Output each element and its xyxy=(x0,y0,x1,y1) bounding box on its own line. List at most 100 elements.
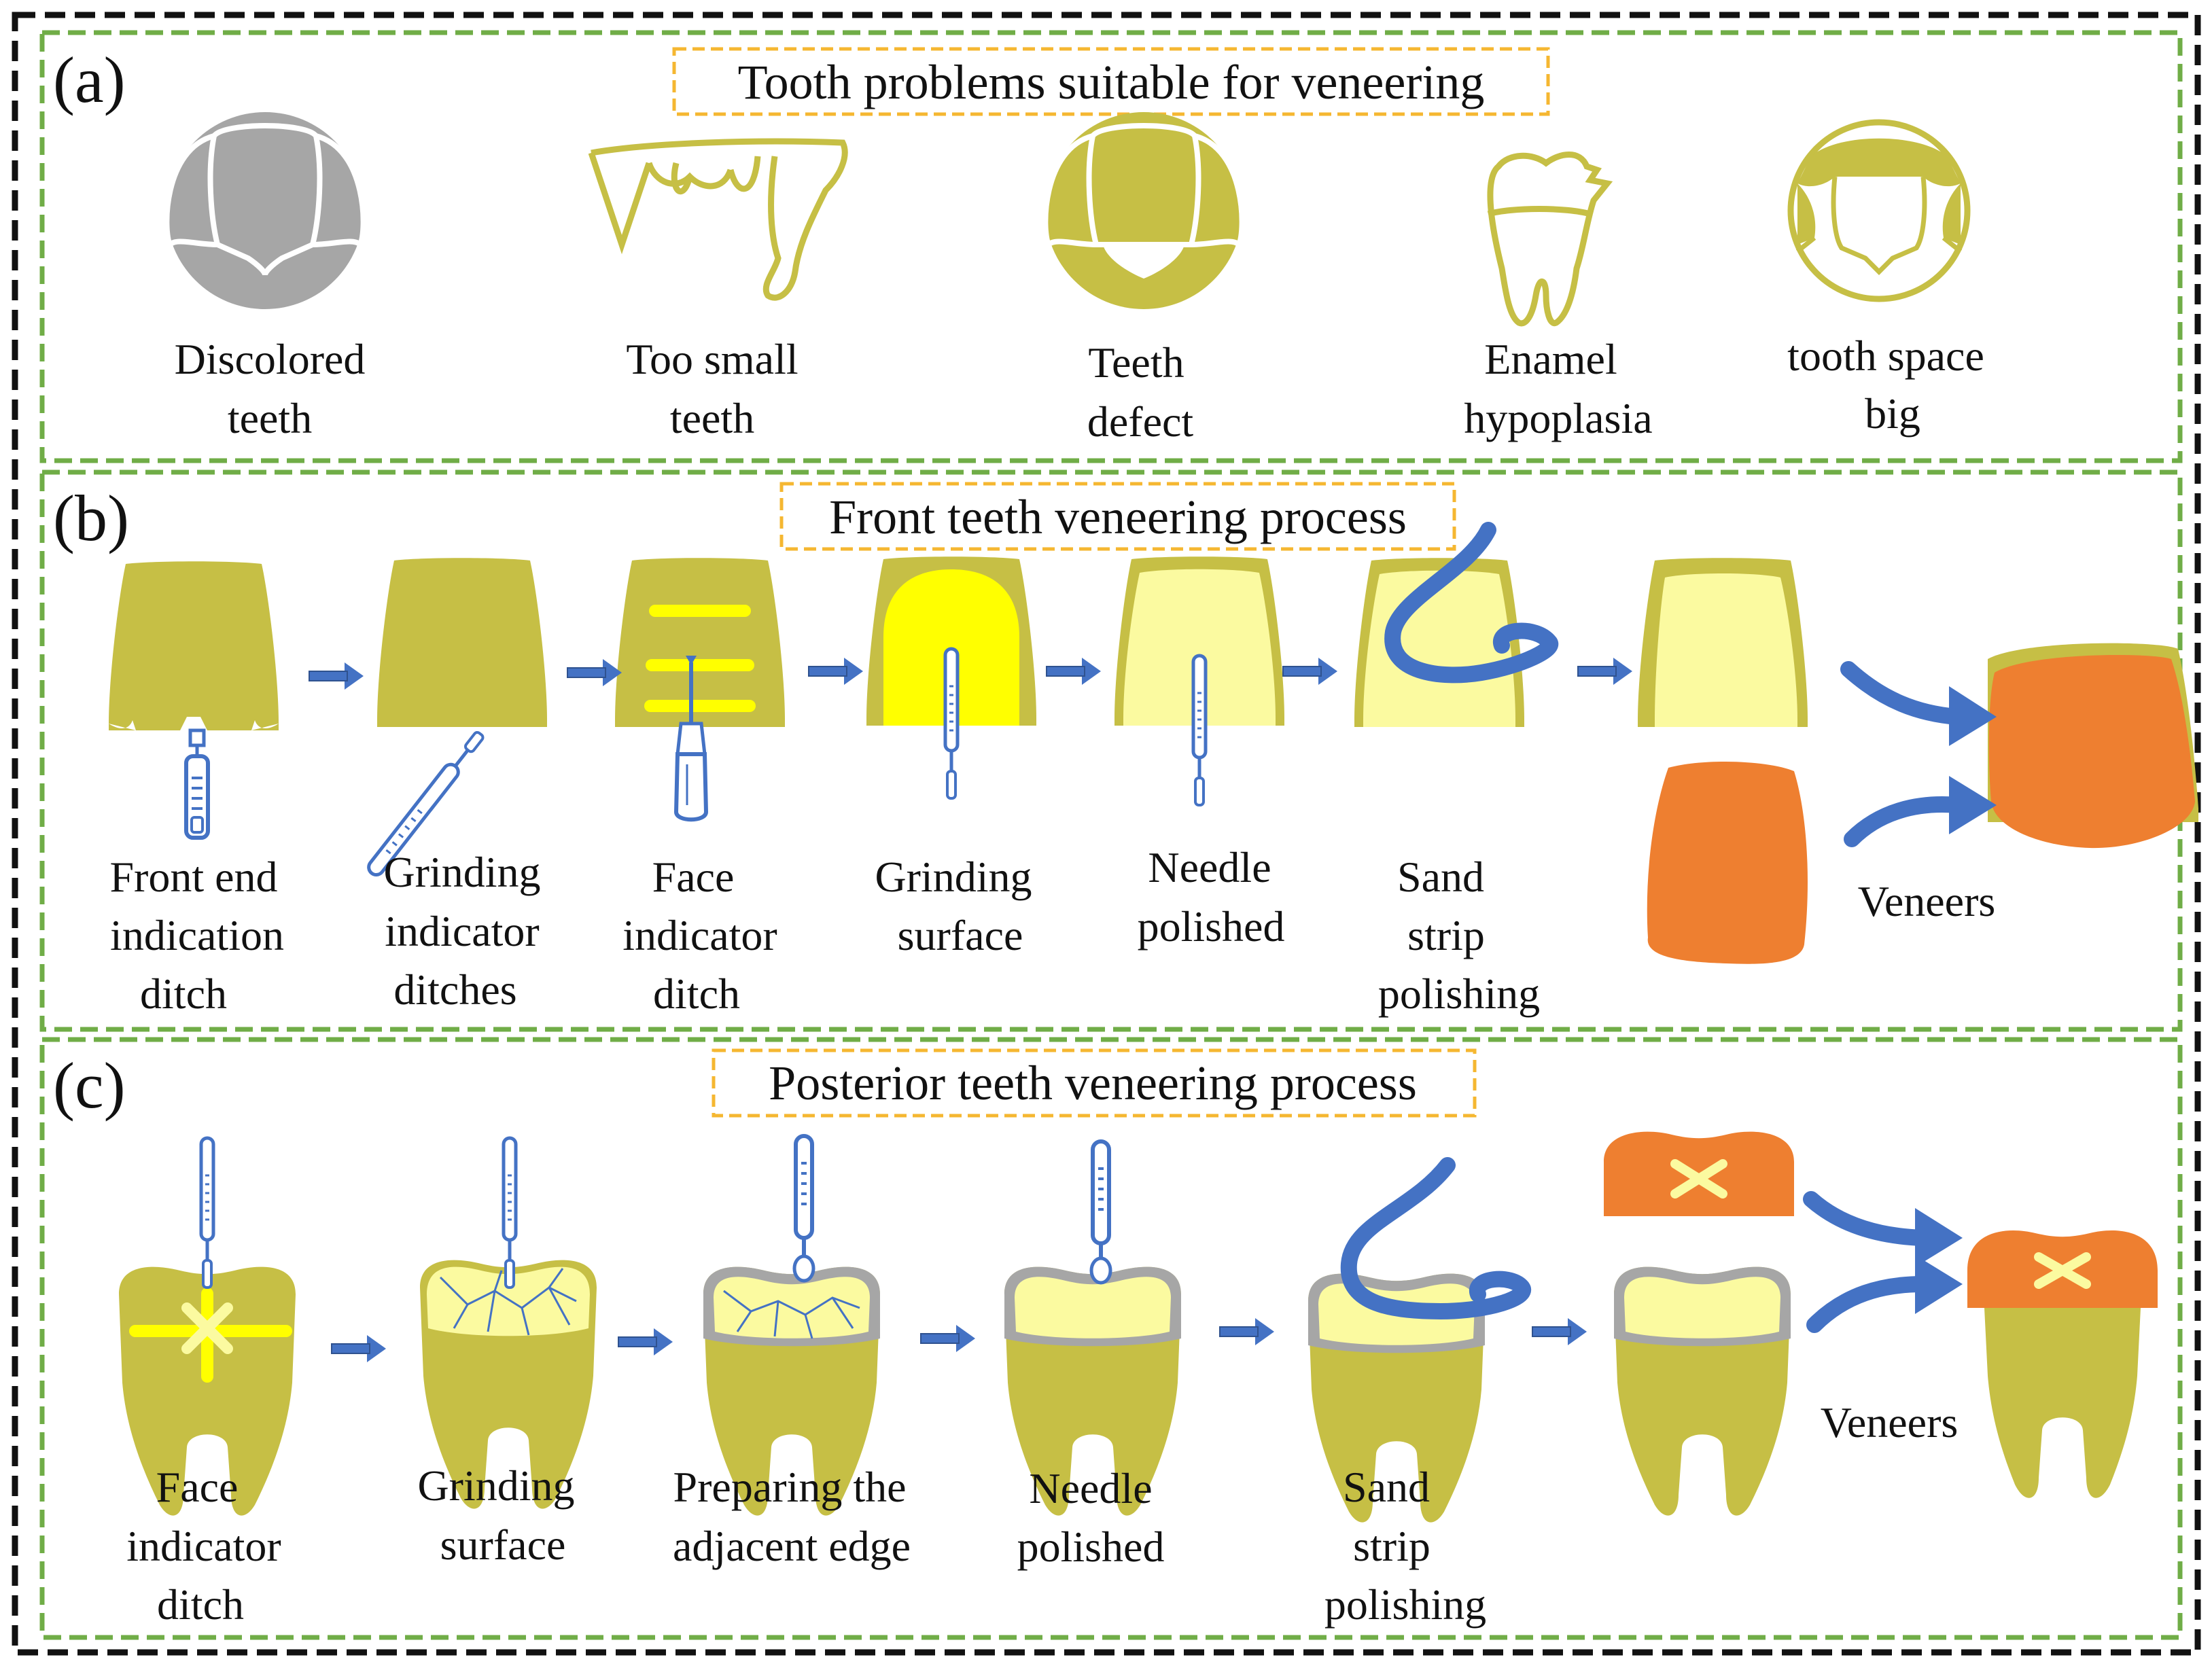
label-c-5b: strip xyxy=(1353,1522,1430,1570)
panel-a: (a) Tooth problems suitable for veneerin… xyxy=(39,30,2183,463)
label-b-3b: indicator xyxy=(622,911,777,959)
curved-arrow-top-b-head xyxy=(1949,686,1997,746)
arrow-b-2 xyxy=(567,658,622,687)
label-b-1a: Front end xyxy=(109,853,277,901)
label-c-1b: indicator xyxy=(126,1522,281,1570)
front-tooth-step-7 xyxy=(1638,558,1808,727)
panel-b: (b) Front teeth veneering process xyxy=(39,469,2198,1032)
label-b-3a: Face xyxy=(652,853,735,901)
veneer-shell-b xyxy=(1647,761,1808,964)
label-c-1a: Face xyxy=(156,1463,239,1511)
label-c-4a: Needle xyxy=(1029,1464,1152,1512)
label-c-3a: Preparing the xyxy=(673,1463,907,1511)
label-b-1b: indication xyxy=(110,911,284,959)
curved-arrow-bottom-b xyxy=(1844,796,1965,847)
too-small-teeth-icon xyxy=(588,138,848,301)
label-space: tooth space xyxy=(1787,332,1984,380)
needle-tool-c-3 xyxy=(792,1134,815,1283)
front-tooth-step-2 xyxy=(377,558,547,727)
label-too-small: Too small xyxy=(626,335,798,383)
label-c-1c: ditch xyxy=(157,1580,244,1629)
arrow-b-3 xyxy=(808,657,864,686)
panel-a-title: Tooth problems suitable for veneering xyxy=(738,55,1485,109)
panel-c-letter: (c) xyxy=(53,1049,126,1122)
needle-tool-step-5 xyxy=(1193,656,1206,805)
label-c-5c: polishing xyxy=(1324,1580,1486,1629)
panel-a-letter: (a) xyxy=(53,43,126,116)
label-c-veneers: Veneers xyxy=(1821,1398,1959,1447)
label-b-1c: ditch xyxy=(140,970,227,1018)
diagonal-tool-step-2 xyxy=(367,730,485,876)
needle-tool-step-4 xyxy=(945,649,958,798)
label-enamel-2: hypoplasia xyxy=(1464,394,1652,442)
panel-a-title-box xyxy=(672,47,1550,116)
label-b-5b: polished xyxy=(1138,902,1285,951)
arrow-b-5 xyxy=(1282,657,1338,686)
molar-step-6 xyxy=(1614,1266,1791,1516)
label-discolored-2: teeth xyxy=(228,394,312,442)
label-b-4b: surface xyxy=(898,911,1023,959)
label-b-5a: Needle xyxy=(1148,843,1271,891)
panel-b-title-box xyxy=(779,482,1456,551)
outer-frame xyxy=(12,12,2201,1656)
molar-step-3 xyxy=(703,1266,880,1516)
arrow-c-4 xyxy=(1219,1317,1275,1346)
label-space-2: big xyxy=(1865,389,1920,438)
label-enamel: Enamel xyxy=(1484,335,1617,383)
label-b-6c: polishing xyxy=(1378,970,1540,1018)
panel-b-frame xyxy=(39,469,2183,1032)
enamel-hypoplasia-icon xyxy=(1487,152,1613,327)
panel-a-frame xyxy=(39,30,2183,463)
curved-arrow-top-b xyxy=(1840,661,1965,725)
molar-step-2 xyxy=(420,1260,597,1509)
label-b-6a: Sand xyxy=(1397,853,1484,901)
arrow-b-6 xyxy=(1577,657,1633,686)
needle-tool-c-2 xyxy=(504,1138,516,1288)
label-b-4a: Grinding xyxy=(875,853,1032,901)
teeth-defect-icon xyxy=(1042,112,1245,309)
sand-strip-c xyxy=(1340,1157,1531,1320)
front-tooth-step-1 xyxy=(109,561,279,730)
label-b-2a: Grinding xyxy=(383,848,540,896)
label-b-2c: ditches xyxy=(393,965,516,1014)
curved-arrow-bottom-c xyxy=(1806,1276,1931,1333)
label-b-6b: strip xyxy=(1407,911,1485,959)
front-tooth-step-5 xyxy=(1114,556,1284,726)
probe-tool-step-1 xyxy=(184,728,210,840)
label-c-5a: Sand xyxy=(1343,1463,1430,1511)
needle-tool-c-1 xyxy=(201,1138,213,1288)
needle-tool-c-4 xyxy=(1089,1139,1112,1285)
discolored-teeth-icon xyxy=(164,112,366,309)
molar-step-1 xyxy=(119,1266,296,1516)
arrow-c-1 xyxy=(331,1334,387,1363)
panel-c-title: Posterior teeth veneering process xyxy=(769,1056,1417,1110)
label-b-3c: ditch xyxy=(653,970,740,1018)
veneer-onlay-c xyxy=(1604,1131,1794,1216)
label-c-4b: polished xyxy=(1017,1523,1165,1571)
panel-c-frame xyxy=(39,1037,2183,1640)
label-b-2b: indicator xyxy=(385,907,539,955)
curved-arrow-bottom-b-head xyxy=(1949,776,1997,834)
panel-b-letter: (b) xyxy=(53,482,129,554)
panel-c-title-box xyxy=(712,1048,1477,1118)
molar-step-4 xyxy=(1004,1266,1181,1516)
arrow-c-3 xyxy=(920,1324,976,1353)
label-c-2a: Grinding xyxy=(417,1461,574,1510)
arrow-c-2 xyxy=(618,1328,673,1356)
curved-arrow-bottom-c-head xyxy=(1915,1255,1963,1314)
tooth-space-big-icon xyxy=(1787,119,1971,302)
veneered-molar-c xyxy=(1967,1230,2158,1498)
label-b-veneers: Veneers xyxy=(1858,877,1996,925)
arrow-b-1 xyxy=(309,662,364,690)
panel-c: (c) Posterior teeth veneering process xyxy=(39,1037,2183,1640)
front-tooth-step-3 xyxy=(615,558,785,727)
veneered-tooth-b xyxy=(1988,643,2198,849)
arrow-c-5 xyxy=(1532,1317,1587,1346)
label-c-3b: adjacent edge xyxy=(673,1522,911,1570)
vertical-tool-step-3 xyxy=(673,656,709,822)
curved-arrow-top-c xyxy=(1803,1191,1931,1246)
sand-strip-b xyxy=(1384,522,1559,684)
label-c-2b: surface xyxy=(440,1521,566,1569)
arrow-b-4 xyxy=(1046,657,1102,686)
